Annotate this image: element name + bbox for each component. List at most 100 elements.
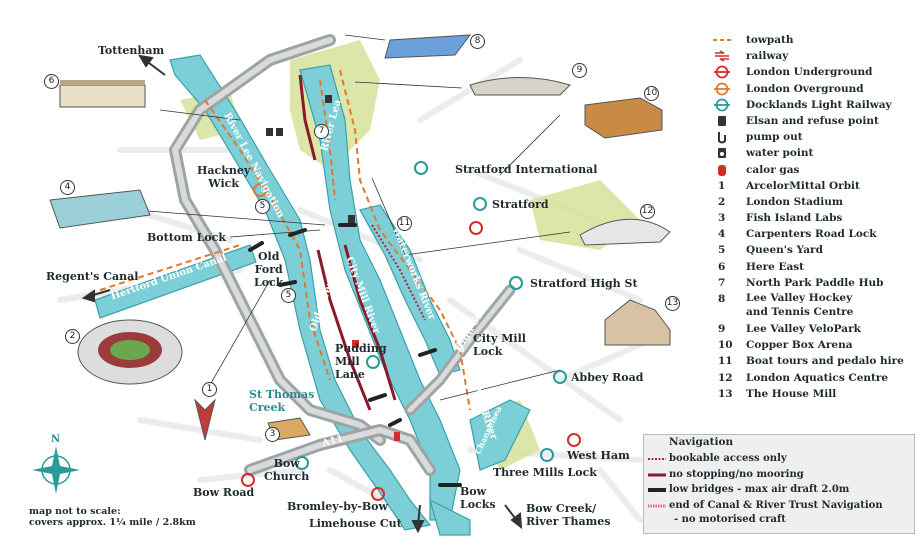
label-tottenham: Tottenham [98,44,165,57]
bow-creek-water [429,498,471,536]
marker-13: 13 [665,296,680,311]
legend-overground: London Overground [712,81,917,97]
copper-box-illustration [584,97,663,139]
underground-symbol [469,221,483,235]
railway-icon [715,50,729,62]
label-st-thomas-creek: St Thomas Creek [249,388,315,414]
marker-1: 1 [202,382,217,397]
channelsea-water [469,399,531,471]
nav-low-bridges: low bridges - max air draft 2.0m [644,483,914,498]
label-bottom-lock: Bottom Lock [147,231,226,244]
marker-4: 4 [60,180,75,195]
underground-symbol [371,487,385,501]
label-stratford-high-st: Stratford High St [530,277,638,290]
nav-bookable: bookable access only [644,452,914,467]
underground-symbol [473,197,487,211]
legend-towpath: towpath [712,32,917,48]
label-bow-creek: Bow Creek/ River Thames [526,502,611,528]
end-navigation-symbol [648,504,666,508]
compass-rose [32,446,80,494]
marker-3: 3 [265,427,280,442]
underground-symbol [553,370,567,384]
low-bridges [248,223,462,487]
legend-underground: London Underground [712,64,917,80]
dlr-roundel-icon [714,98,730,112]
water-point-icon [718,148,726,159]
underground-symbol [567,433,581,447]
label-stratford-international: Stratford International [455,163,598,176]
house-mill-illustration [604,299,671,346]
hockey-tennis-illustration [384,34,472,59]
nav-no-stopping: no stopping/no mooring [644,468,914,483]
scale-note: map not to scale: covers approx. 1¼ mile… [29,506,196,528]
label-west-ham: West Ham [567,449,630,462]
marker-2: 2 [65,329,80,344]
calor-gas-icon [718,164,726,176]
station-symbols [241,161,581,501]
underground-symbol [366,355,380,369]
facility-icons [266,95,400,441]
label-bow-church: Bow Church [264,457,310,483]
label-limehouse-cut: Limehouse Cut [309,517,402,530]
label-bow-road: Bow Road [193,486,255,499]
low-bridge-symbol [648,488,666,492]
underground-symbol [253,183,267,197]
aquatics-illustration [579,218,671,246]
underground-symbol [509,276,523,290]
building-illustrations [49,34,671,441]
velopark-illustration [469,77,571,96]
no-stopping-symbol [648,473,666,477]
towpath-lines [99,69,471,411]
here-east-illustration [59,80,146,108]
label-pudding-mill-lane: Pudding Mill Lane [335,342,387,381]
label-old-ford-lock: Old Ford Lock [254,250,284,289]
marker-5b: 5 [281,288,296,303]
orbit-illustration [194,398,216,441]
label-stratford: Stratford [492,198,549,211]
elsan-icon [718,115,726,126]
pointer-lines [134,34,571,401]
nav-no-motorised: - no motorised craft [674,514,786,525]
overground-roundel-icon [714,82,730,95]
underground-roundel-icon [714,65,730,79]
legend: towpath railway London Underground Londo… [712,32,917,402]
underground-symbol [414,161,428,175]
legend-water-point: water point [712,145,917,161]
marker-10: 10 [644,86,659,101]
compass-n-label: N [51,434,61,445]
nav-end-of-navigation: end of Canal & River Trust Navigation [644,499,914,514]
marker-6: 6 [44,74,59,89]
towpath-symbol [713,39,731,41]
pump-out-icon [718,132,726,144]
label-abbey-road: Abbey Road [571,371,644,384]
label-hackney-wick: Hackney Wick [197,164,251,190]
roads [169,34,516,476]
legend-railway: railway [712,48,917,64]
navigation-title: Navigation [669,436,734,448]
navigation-key: Navigation bookable access only no stopp… [643,434,915,534]
carpenters-lock-illustration [49,189,151,229]
stadium-illustration [77,319,183,385]
label-regents-canal: Regent's Canal [46,270,139,283]
underground-symbol [540,448,554,462]
marker-5a: 5 [255,199,270,214]
marker-12: 12 [640,204,655,219]
marker-8: 8 [470,34,485,49]
legend-calor-gas: calor gas [712,162,917,178]
marker-7: 7 [314,124,329,139]
legend-elsan: Elsan and refuse point [712,113,917,129]
legend-pump-out: pump out [712,129,917,145]
marker-9: 9 [572,63,587,78]
